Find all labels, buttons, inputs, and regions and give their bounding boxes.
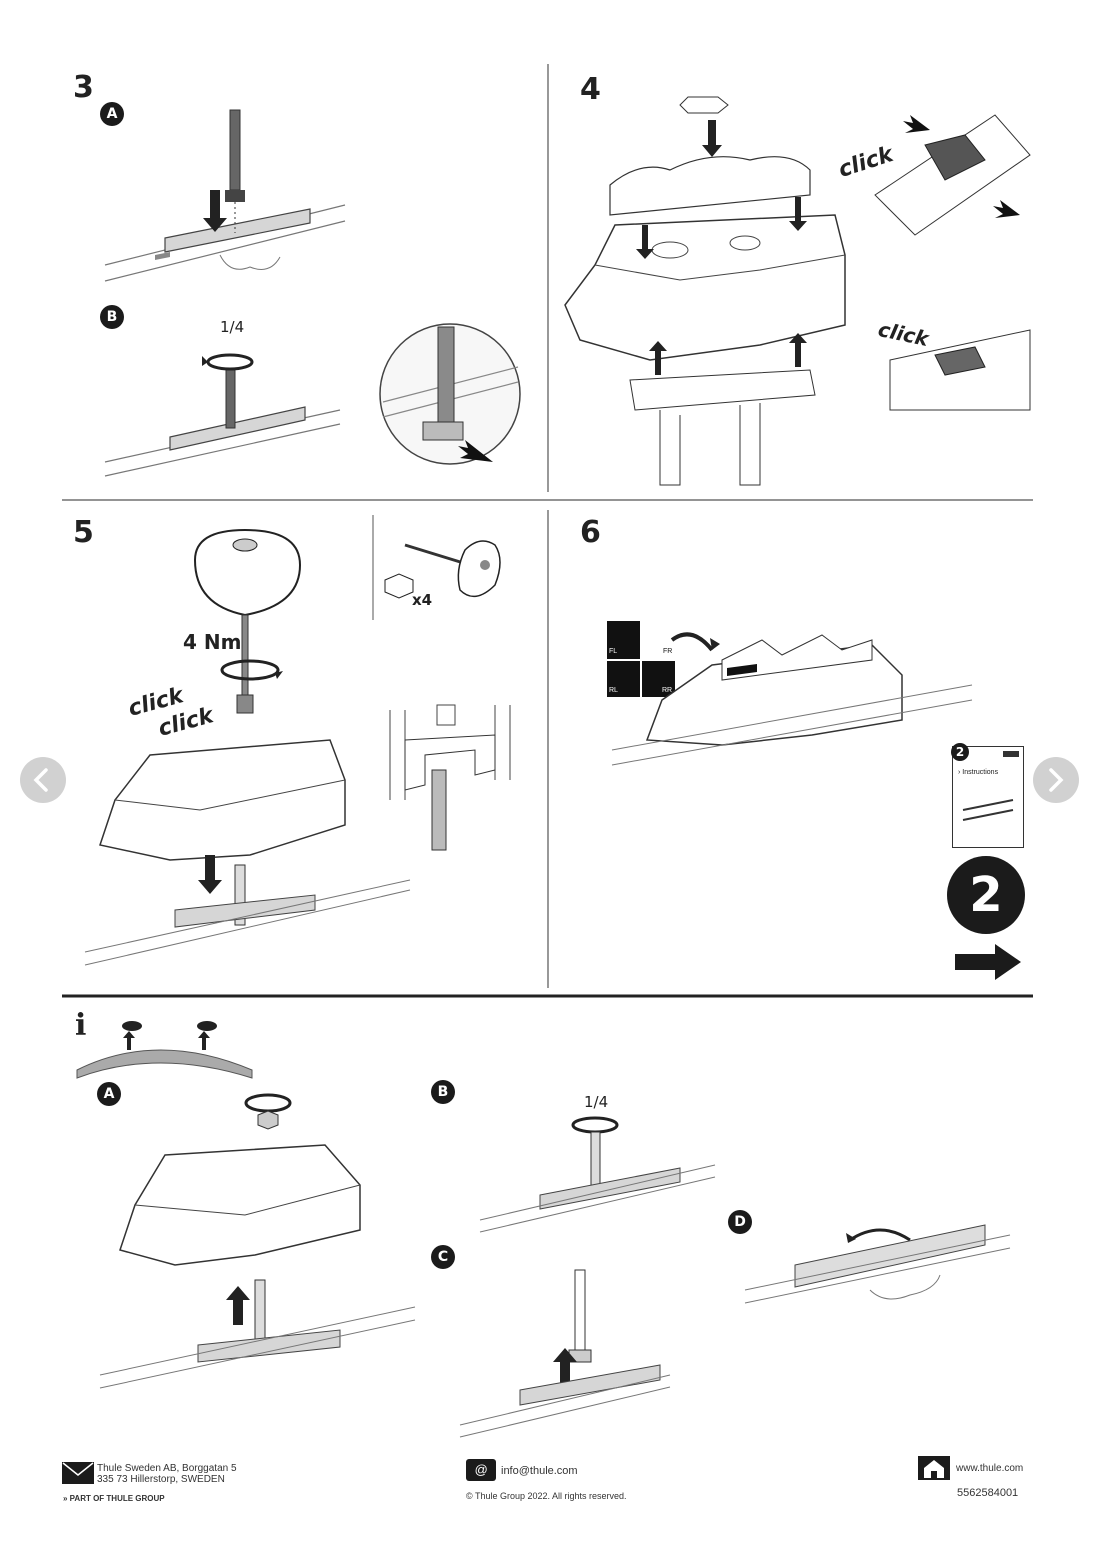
mail-icon [62,1462,94,1484]
info-quarter-turn-label: 1/4 [584,1093,609,1111]
step-5-rotate-arrow [220,659,283,681]
step-4-number: 4 [580,72,601,107]
step-4-foot-assembly [564,96,846,486]
footer-group-label: » PART OF THULE GROUP [63,1494,165,1503]
step-3-sub-a-badge: A [100,102,124,126]
footer-copyright: © Thule Group 2022. All rights reserved. [466,1491,627,1501]
info-a-illustration [99,1093,416,1389]
seat-map-rr [642,661,675,697]
footer-group-text: PART OF THULE GROUP [69,1494,165,1503]
info-c-illustration [459,1269,671,1438]
step-5-torque-key [193,528,302,714]
step-4-detail-top [874,114,1031,236]
step-3-number: 3 [73,70,94,105]
footer-address-line-2: 335 73 Hillerstorp, SWEDEN [97,1474,225,1485]
step-4-detail-bottom [889,329,1031,411]
seat-label-rr: RR [662,687,673,694]
footer-address-line-1: Thule Sweden AB, Borggatan 5 [97,1463,237,1474]
step-3-quarter-turn-label: 1/4 [220,318,245,336]
info-b-illustration [479,1116,716,1233]
carousel-next-button[interactable] [1033,757,1079,803]
step-3b-illustration [104,353,341,477]
info-icon: i [75,1008,87,1043]
footer-email-link[interactable]: info@thule.com [501,1465,578,1477]
booklet-label-text: Instructions [962,769,999,776]
seat-label-fl: FL [609,648,618,655]
next-arrow-icon [955,944,1021,980]
step-5-number: 5 [73,515,94,550]
step-5-qty-label: x4 [412,591,433,609]
step-6-number: 6 [580,515,601,550]
info-d-illustration [744,1224,1011,1304]
step-6-seat-map: FL FR RL RR [607,621,675,697]
step-3-detail-circle [379,323,521,465]
seat-label-rl: RL [609,687,618,694]
footer-website-link[interactable]: www.thule.com [956,1463,1024,1474]
step-5-torque-label: 4 Nm [183,630,242,654]
seat-map-rl [607,661,640,697]
booklet-bars-icon [962,799,1014,821]
email-icon: @ [466,1459,496,1481]
carousel-prev-button[interactable] [20,757,66,803]
info-sub-d-badge: D [728,1210,752,1234]
chevron-right-icon [1049,768,1064,792]
step-6-instructions-booklet: 2 › Instructions [951,743,1024,848]
step-3-sub-b-badge: B [100,305,124,329]
seat-label-fr: FR [663,648,673,655]
home-icon [918,1456,950,1480]
info-sub-c-badge: C [431,1245,455,1269]
info-sub-b-badge: B [431,1080,455,1104]
seat-map-fl [607,621,640,659]
booklet-number-badge: 2 [951,743,969,761]
booklet-label: › Instructions [958,769,999,776]
booklet-brand-tag [1003,751,1019,757]
chevron-left-icon [33,768,48,792]
next-booklet-badge: 2 [947,856,1025,934]
step-3a-illustration [104,109,346,282]
info-roof-diagram [76,1021,253,1079]
step-5-contents-divider [372,515,374,620]
footer-doc-number: 5562584001 [957,1487,1019,1499]
step-5-contents-items [384,540,501,599]
step-5-foot-and-rail [84,739,411,966]
step-6-foot-on-roof [611,632,973,766]
info-sub-a-badge: A [97,1082,121,1106]
step-5-side-detail [389,704,511,851]
